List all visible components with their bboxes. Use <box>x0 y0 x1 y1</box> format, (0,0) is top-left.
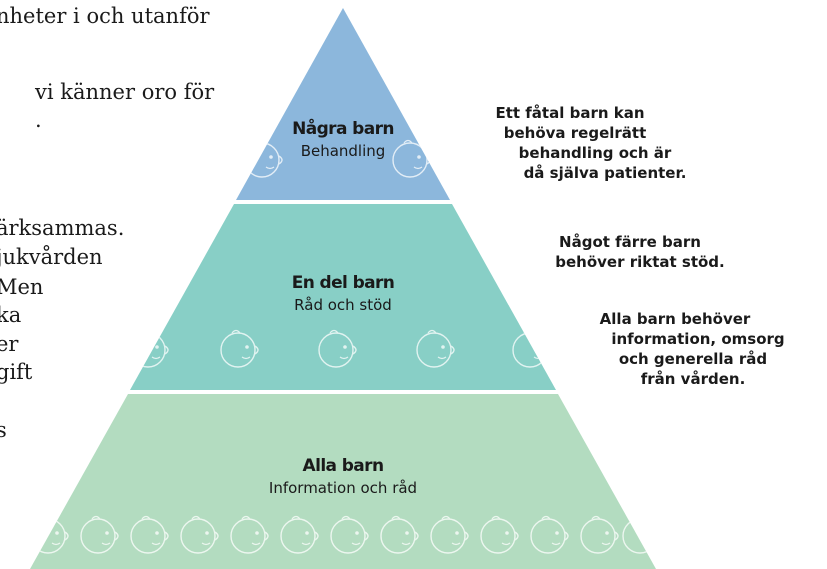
side-note-all: Alla barn behöver information, omsorg oc… <box>560 309 826 389</box>
side-note-line: behandling och är <box>518 144 672 162</box>
side-note-few: Ett fåtal barn kan behöva regelrätt beha… <box>440 103 740 183</box>
tier-label-top: Några barn Behandling <box>263 118 423 162</box>
side-note-line: från vården. <box>640 370 746 388</box>
pyramid-tier-bottom <box>30 394 656 569</box>
background-line: ka <box>0 303 22 327</box>
side-note-line: då själva patienter. <box>523 164 687 182</box>
background-line: jukvården <box>0 245 103 269</box>
background-line: nheter i och utanför <box>0 4 210 28</box>
tier-title: Några barn <box>292 119 394 139</box>
side-note-some: Något färre barn behöver riktat stöd. <box>500 232 780 272</box>
background-line: . <box>35 108 42 132</box>
side-note-line: information, omsorg <box>611 330 785 348</box>
background-line: gift <box>0 360 33 384</box>
side-note-line: Ett fåtal barn kan <box>495 104 645 122</box>
side-note-line: och generella råd <box>618 350 768 368</box>
background-line: ärksammas. <box>0 216 125 240</box>
background-line: vi känner oro för <box>35 80 215 104</box>
tier-subtitle: Råd och stöd <box>294 296 392 314</box>
side-note-line: behöver riktat stöd. <box>555 253 725 271</box>
side-note-line: Något färre barn <box>559 233 701 251</box>
tier-label-bottom: Alla barn Information och råd <box>223 455 463 499</box>
tier-subtitle: Behandling <box>300 142 386 160</box>
tier-title: En del barn <box>291 273 395 293</box>
pyramid-tier-top <box>236 8 450 200</box>
background-line: s <box>0 418 7 442</box>
side-note-line: Alla barn behöver <box>599 310 751 328</box>
tier-subtitle: Information och råd <box>268 479 418 497</box>
tier-title: Alla barn <box>302 456 385 476</box>
tier-label-middle: En del barn Råd och stöd <box>233 272 453 316</box>
background-line: Men <box>0 275 44 299</box>
side-note-line: behöva regelrätt <box>503 124 647 142</box>
background-line: er <box>0 332 19 356</box>
